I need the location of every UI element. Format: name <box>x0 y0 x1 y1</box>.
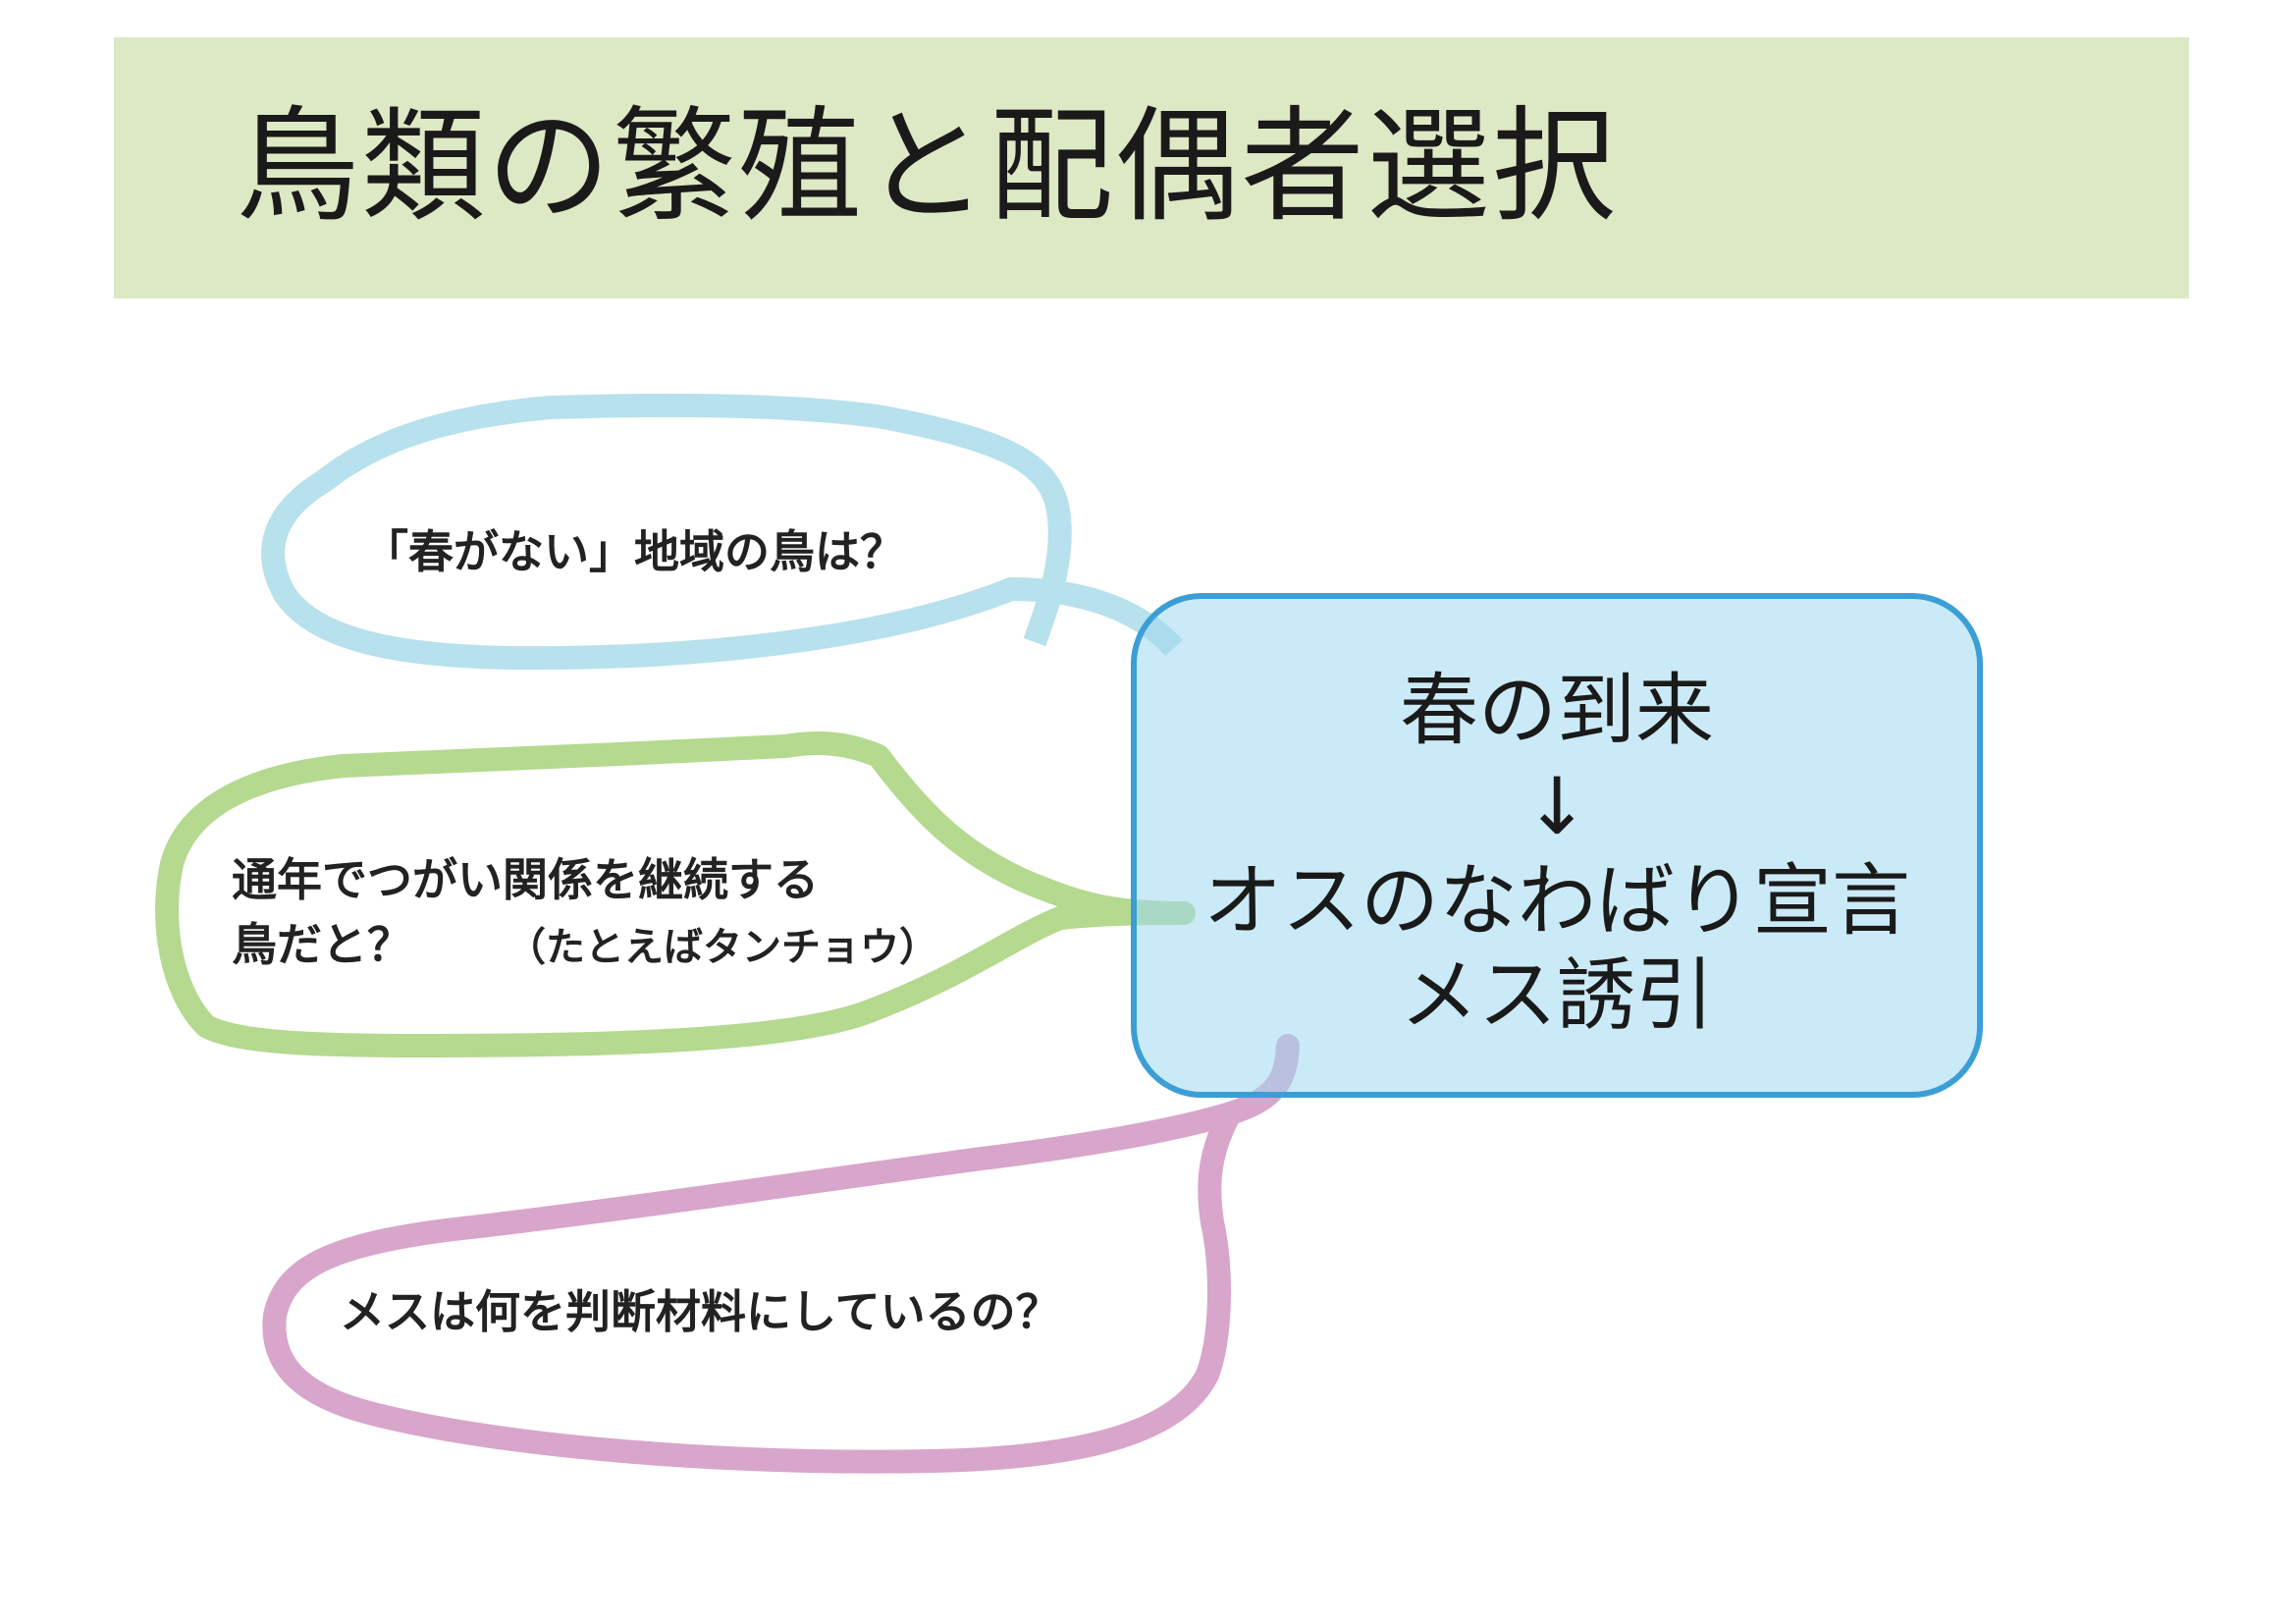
question-year-round-pair-tail: 鳥だと？ <box>232 918 412 971</box>
box-line-territory: オスのなわばり宣言 <box>1203 855 1910 947</box>
green-bubble-stroke <box>155 731 1196 1057</box>
down-arrow-icon: ↓ <box>1523 761 1590 852</box>
pink-bubble-stroke <box>262 1034 1300 1474</box>
title-band: 鳥類の繁殖と配偶者選択 <box>114 37 2189 298</box>
question-no-spring: 「春がない」地域の鳥は？ <box>363 525 905 578</box>
question-female-criteria: メスは何を判断材料にしているの？ <box>340 1285 1061 1338</box>
question-year-round-pair: 通年でつがい関係を継続する <box>232 853 819 906</box>
center-summary-box <box>1131 593 1983 1098</box>
box-line-spring: 春の到来 <box>1400 665 1714 756</box>
question-year-round-pair-line2: 鳥だと？ （たとえばタンチョウ） <box>232 913 938 979</box>
slide-title: 鳥類の繁殖と配偶者選択 <box>236 94 1618 239</box>
blue-bubble-stroke <box>261 393 1183 671</box>
example-red-crowned-crane-note: （たとえばタンチョウ） <box>507 925 939 970</box>
box-line-female-attraction: メス誘引 <box>1400 949 1714 1041</box>
